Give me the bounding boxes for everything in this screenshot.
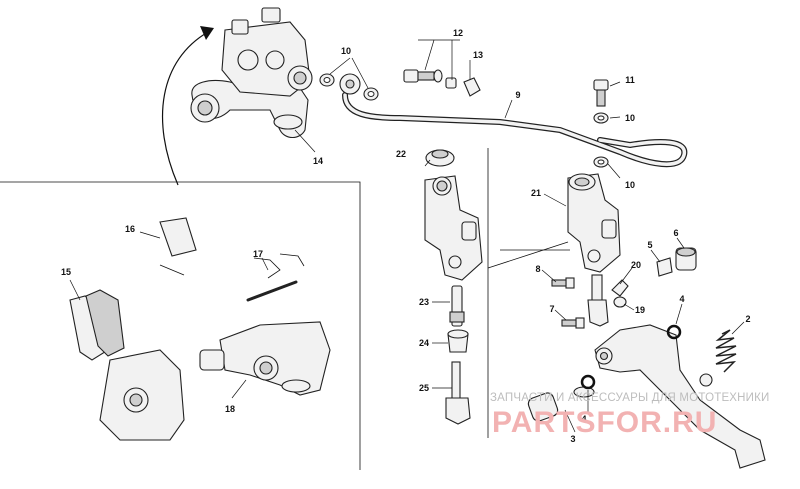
divider-diag (487, 241, 569, 269)
callout-label: 6 (673, 228, 678, 238)
callout-label: 19 (635, 305, 645, 315)
callout-label: 25 (419, 383, 429, 393)
o-rings-4 (580, 303, 683, 412)
callout-label: 24 (419, 338, 429, 348)
callout-label: 21 (531, 188, 541, 198)
brake-caliper-inset-18 (99, 321, 331, 441)
brake-caliper-top (190, 7, 316, 153)
callout-label: 12 (453, 28, 463, 38)
washers-10-left (319, 57, 379, 101)
brake-hose-9 (339, 73, 688, 168)
watermark-logo: PARTSFOR.RU (492, 406, 717, 439)
callout-labels: 10 12 13 9 11 10 10 14 22 21 6 5 16 17 1… (61, 28, 751, 444)
callout-label: 4 (581, 414, 586, 424)
inset-frame-line (0, 181, 361, 470)
frame-lines (0, 148, 570, 470)
callout-label: 7 (549, 304, 554, 314)
pad-spring-16 (139, 217, 197, 276)
banjo-bolt-11 (593, 79, 621, 179)
callout-label: 11 (625, 75, 635, 85)
callout-label: 8 (535, 264, 540, 274)
watermark: ЗАПЧАСТИ И АКСЕССУАРЫ ДЛЯ МОТОТЕХНИКИ PA… (490, 392, 770, 439)
watermark-caption: ЗАПЧАСТИ И АКСЕССУАРЫ ДЛЯ МОТОТЕХНИКИ (490, 392, 770, 404)
callout-label: 10 (625, 113, 635, 123)
callout-label: 2 (745, 314, 750, 324)
curved-arrow (161, 26, 214, 186)
small-hardware (541, 237, 697, 329)
pad-pin-17 (246, 253, 305, 302)
callout-label: 14 (313, 156, 323, 166)
callout-label: 20 (631, 260, 641, 270)
callout-label: 10 (341, 46, 351, 56)
return-spring-2 (715, 321, 745, 373)
bleeder-bolts-12-13 (403, 39, 481, 97)
master-cylinder-22 (424, 149, 483, 281)
callout-label: 16 (125, 224, 135, 234)
master-cylinder-21 (543, 173, 621, 327)
callout-label: 5 (647, 240, 652, 250)
callout-label: 13 (473, 50, 483, 60)
callout-label: 4 (679, 294, 684, 304)
callout-label: 18 (225, 404, 235, 414)
callout-label: 15 (61, 267, 71, 277)
callout-label: 23 (419, 297, 429, 307)
brake-pedal-3 (527, 324, 766, 469)
callout-label: 10 (625, 180, 635, 190)
pushrod-parts-23-24-25 (424, 159, 471, 425)
callout-label: 9 (515, 90, 520, 100)
callout-label: 22 (396, 149, 406, 159)
brake-pads-15 (69, 279, 125, 361)
callout-label: 17 (253, 249, 263, 259)
callout-label: 3 (570, 434, 575, 444)
